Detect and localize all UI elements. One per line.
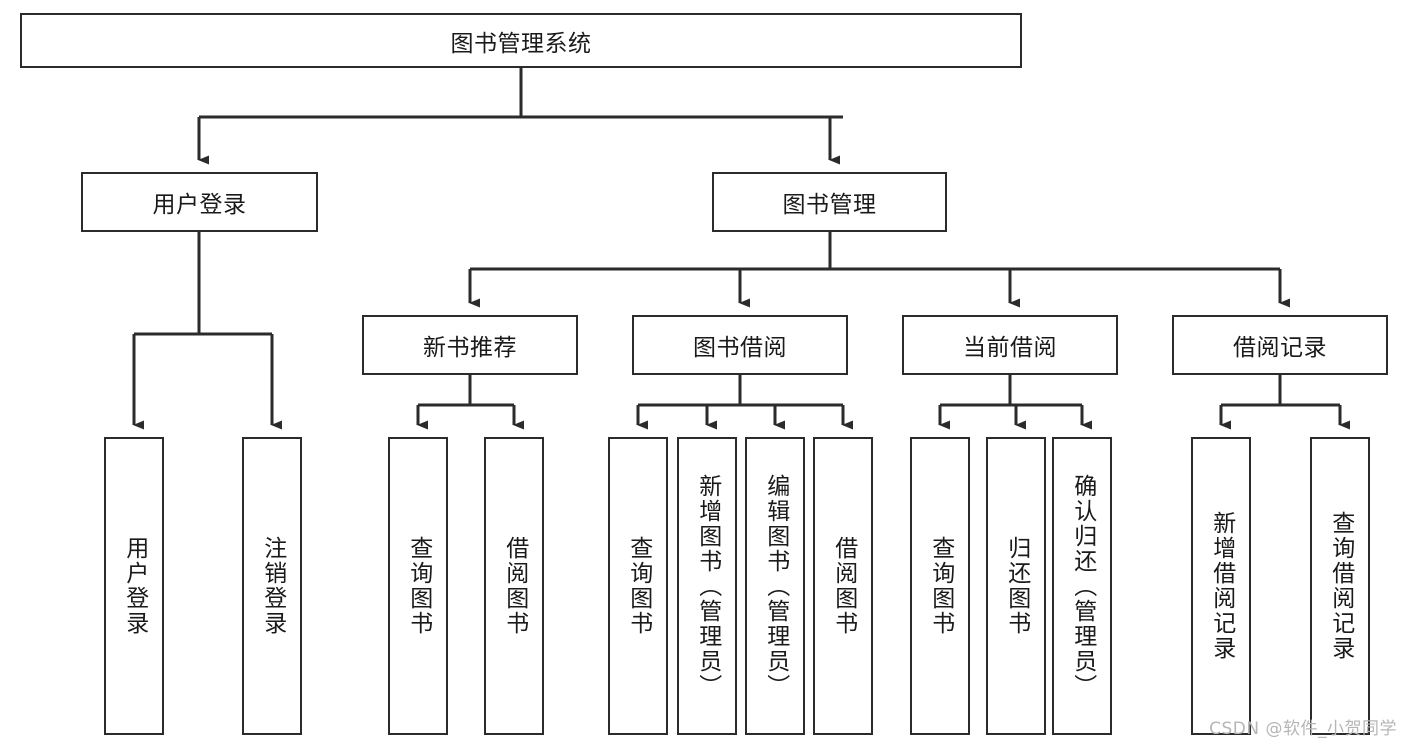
node-borrow-record[interactable]: 借阅记录 bbox=[1172, 315, 1388, 375]
node-new-book-recommend[interactable]: 新书推荐 bbox=[362, 315, 578, 375]
node-user-login[interactable]: 用户登录 bbox=[81, 172, 318, 232]
node-leaf-query-book-3[interactable]: 查询图书 bbox=[910, 437, 970, 735]
node-leaf-logout[interactable]: 注销登录 bbox=[242, 437, 302, 735]
node-leaf-user-login[interactable]: 用户登录 bbox=[104, 437, 164, 735]
node-current-borrow[interactable]: 当前借阅 bbox=[902, 315, 1118, 375]
leaf-label: 查询借阅记录 bbox=[1327, 511, 1354, 661]
leaf-label: 新增借阅记录 bbox=[1208, 511, 1235, 661]
leaf-label: 归还图书 bbox=[1003, 536, 1030, 636]
leaf-label: 新增图书（管理员） bbox=[694, 473, 721, 699]
node-root[interactable]: 图书管理系统 bbox=[20, 13, 1022, 68]
node-leaf-edit-book[interactable]: 编辑图书（管理员） bbox=[745, 437, 805, 735]
leaf-label: 查询图书 bbox=[405, 536, 432, 636]
leaf-label: 编辑图书（管理员） bbox=[762, 473, 789, 699]
leaf-label: 查询图书 bbox=[927, 536, 954, 636]
leaf-label: 借阅图书 bbox=[830, 536, 857, 636]
node-leaf-borrow-book-1[interactable]: 借阅图书 bbox=[484, 437, 544, 735]
node-leaf-add-book[interactable]: 新增图书（管理员） bbox=[677, 437, 737, 735]
leaf-label: 借阅图书 bbox=[501, 536, 528, 636]
node-leaf-query-record[interactable]: 查询借阅记录 bbox=[1310, 437, 1370, 735]
node-leaf-add-record[interactable]: 新增借阅记录 bbox=[1191, 437, 1251, 735]
leaf-label: 确认归还（管理员） bbox=[1069, 473, 1096, 699]
node-book-manage[interactable]: 图书管理 bbox=[712, 172, 947, 232]
leaf-label: 用户登录 bbox=[121, 536, 148, 636]
leaf-label: 查询图书 bbox=[625, 536, 652, 636]
node-leaf-query-book-2[interactable]: 查询图书 bbox=[608, 437, 668, 735]
node-leaf-query-book-1[interactable]: 查询图书 bbox=[388, 437, 448, 735]
leaf-label: 注销登录 bbox=[259, 536, 286, 636]
node-leaf-confirm-return[interactable]: 确认归还（管理员） bbox=[1052, 437, 1112, 735]
node-leaf-borrow-book-2[interactable]: 借阅图书 bbox=[813, 437, 873, 735]
node-book-borrow[interactable]: 图书借阅 bbox=[632, 315, 848, 375]
node-leaf-return-book[interactable]: 归还图书 bbox=[986, 437, 1046, 735]
